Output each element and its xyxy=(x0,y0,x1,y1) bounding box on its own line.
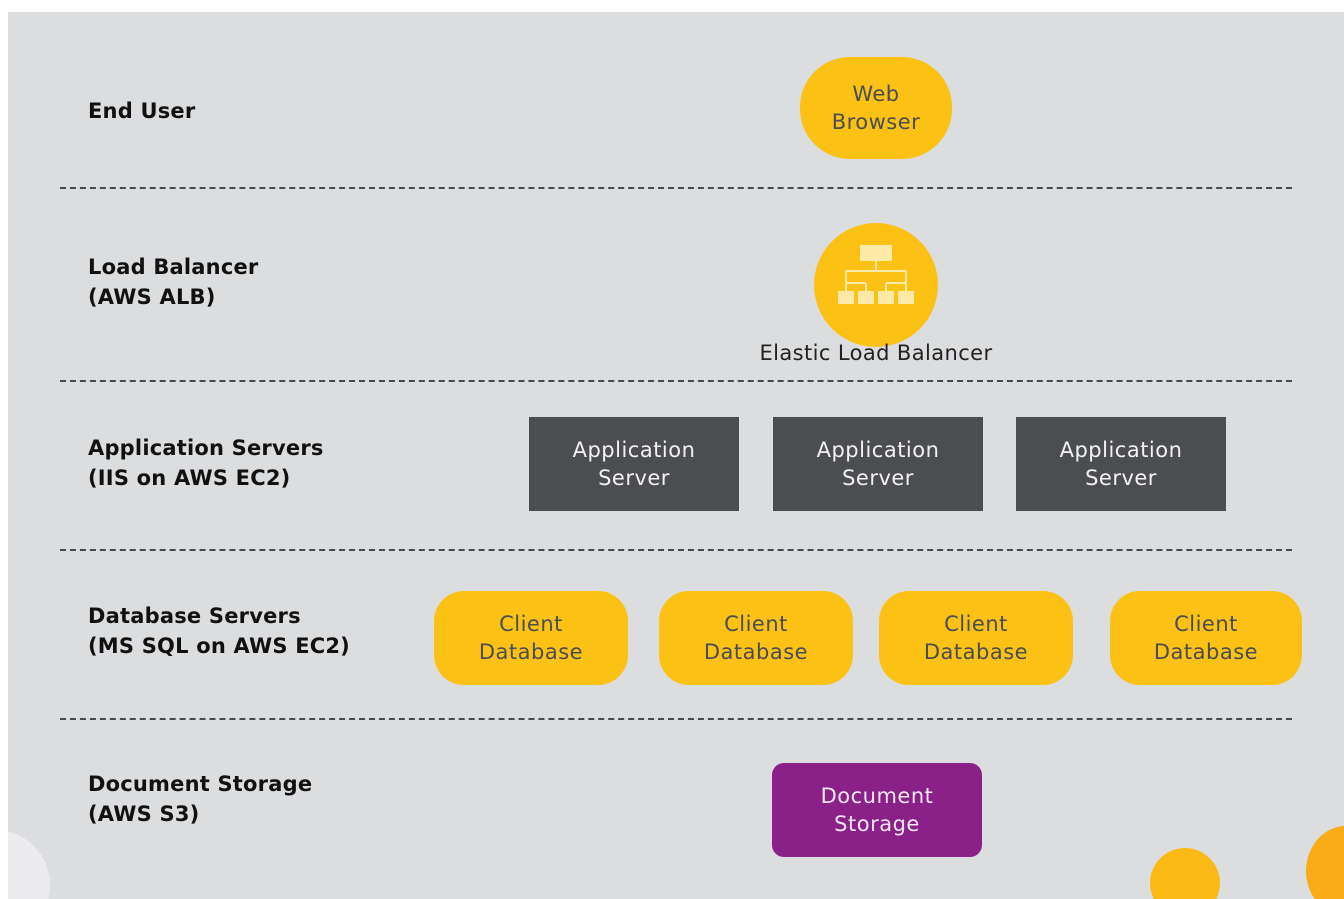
node-label: Server xyxy=(1085,466,1157,490)
tier-title: Document Storage xyxy=(88,772,313,796)
node-label: Document xyxy=(820,784,934,808)
decorative-circle xyxy=(8,830,50,899)
network-hierarchy-icon xyxy=(838,245,914,304)
application-server-node: Application Server xyxy=(529,417,739,511)
client-database-node: Client Database xyxy=(434,591,628,685)
node-label: Storage xyxy=(834,812,920,836)
tier-divider xyxy=(60,187,1292,189)
tier-label-database-servers: Database Servers (MS SQL on AWS EC2) xyxy=(88,601,350,661)
application-server-node: Application Server xyxy=(773,417,983,511)
tier-subtitle: (AWS S3) xyxy=(88,802,200,826)
tier-label-end-user: End User xyxy=(88,96,195,126)
client-database-node: Client Database xyxy=(659,591,853,685)
tier-subtitle: (IIS on AWS EC2) xyxy=(88,466,291,490)
tier-divider xyxy=(60,549,1292,551)
client-database-node: Client Database xyxy=(879,591,1073,685)
node-label: Database xyxy=(1153,640,1259,664)
document-storage-node: Document Storage xyxy=(772,763,982,857)
node-label: Application xyxy=(572,438,696,462)
architecture-diagram: End User Load Balancer (AWS ALB) Applica… xyxy=(8,12,1344,899)
tier-title: End User xyxy=(88,99,196,123)
load-balancer-caption: Elastic Load Balancer xyxy=(759,341,993,365)
tier-title: Database Servers xyxy=(88,604,301,628)
application-server-node: Application Server xyxy=(1016,417,1226,511)
node-label: Client xyxy=(724,612,788,636)
node-label: Database xyxy=(923,640,1029,664)
node-label: Application xyxy=(1059,438,1183,462)
load-balancer-node xyxy=(814,223,938,347)
tier-label-document-storage: Document Storage (AWS S3) xyxy=(88,769,312,829)
node-label: Browser xyxy=(831,110,921,134)
node-label: Server xyxy=(842,466,914,490)
tier-label-load-balancer: Load Balancer (AWS ALB) xyxy=(88,252,258,312)
tier-divider xyxy=(60,718,1292,720)
tier-subtitle: (AWS ALB) xyxy=(88,285,216,309)
decorative-circle xyxy=(1306,826,1344,899)
node-label: Client xyxy=(1174,612,1238,636)
node-label: Web xyxy=(852,82,900,106)
tier-label-application-servers: Application Servers (IIS on AWS EC2) xyxy=(88,433,324,493)
decorative-circle xyxy=(1150,848,1220,899)
tier-divider xyxy=(60,380,1292,382)
node-label: Client xyxy=(499,612,563,636)
node-label: Server xyxy=(598,466,670,490)
client-database-node: Client Database xyxy=(1110,591,1302,685)
tier-title: Load Balancer xyxy=(88,255,259,279)
node-label: Application xyxy=(816,438,940,462)
node-label: Client xyxy=(944,612,1008,636)
web-browser-node: Web Browser xyxy=(800,57,952,159)
node-label: Database xyxy=(478,640,584,664)
tier-title: Application Servers xyxy=(88,436,324,460)
node-label: Database xyxy=(703,640,809,664)
tier-subtitle: (MS SQL on AWS EC2) xyxy=(88,634,350,658)
